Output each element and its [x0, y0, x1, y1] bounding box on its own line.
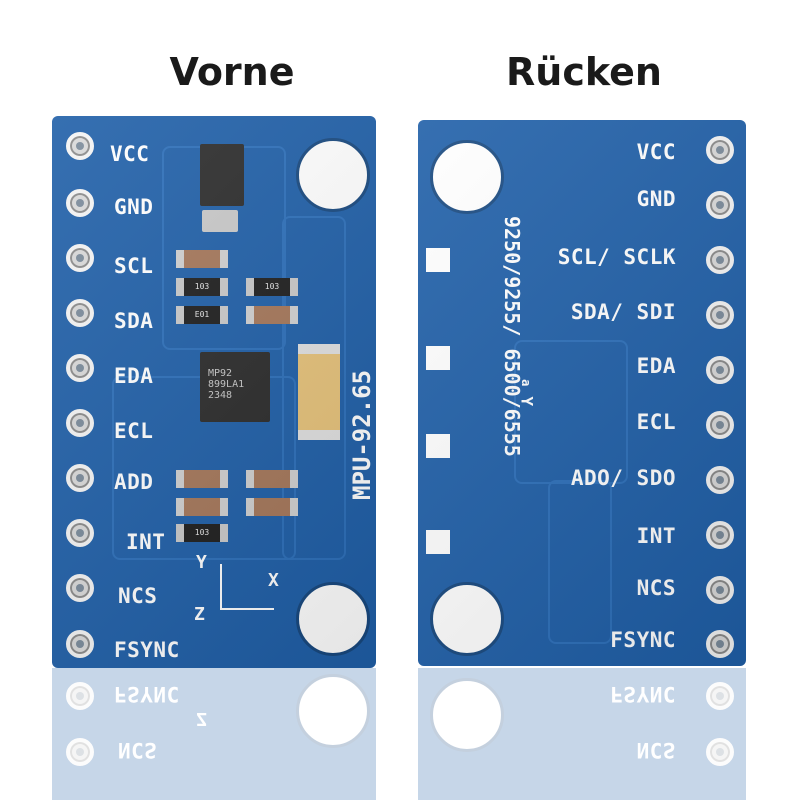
- pin-label-eda: EDA: [114, 364, 154, 388]
- reflected-ncs-label: NCS: [636, 738, 676, 762]
- pin-label-sda-sdi: SDA/ SDI: [570, 300, 676, 324]
- pin-pad-int: [706, 521, 734, 549]
- pcb-trace: [282, 216, 346, 560]
- pin-label-int: INT: [126, 530, 166, 554]
- pin-pad-reflection: [66, 682, 94, 710]
- voltage-regulator: [200, 144, 244, 206]
- resistor: 103: [246, 278, 298, 296]
- axis-x-arrow: [220, 608, 274, 610]
- pin-label-gnd: GND: [114, 195, 154, 219]
- pin-label-fsync: FSYNC: [610, 628, 676, 652]
- test-pad: [426, 530, 450, 554]
- pin-label-ecl: ECL: [636, 410, 676, 434]
- pin-label-fsync: FSYNC: [114, 638, 180, 662]
- regulator-tab: [202, 210, 238, 232]
- pin-label-scl-sclk: SCL/ SCLK: [557, 245, 676, 269]
- pcb-trace: [548, 480, 612, 644]
- test-pad: [426, 434, 450, 458]
- pin-label-add: ADD: [114, 470, 154, 494]
- pin-pad-eda: [706, 356, 734, 384]
- reflected-ncs-label: NCS: [118, 738, 158, 762]
- test-pad: [426, 248, 450, 272]
- pin-pad-fsync: [66, 630, 94, 658]
- front-heading: Vorne: [169, 50, 295, 94]
- pin-pad-vcc: [66, 132, 94, 160]
- pin-label-scl: SCL: [114, 254, 154, 278]
- pin-pad-ecl: [66, 409, 94, 437]
- capacitor: [176, 250, 228, 268]
- pcb-trace: [514, 340, 628, 484]
- mounting-hole: [430, 582, 504, 656]
- capacitor: [176, 498, 228, 516]
- pin-pad-int: [66, 519, 94, 547]
- pin-pad-ado: [706, 466, 734, 494]
- pin-pad-ncs: [706, 576, 734, 604]
- pin-label-ncs: NCS: [118, 584, 158, 608]
- sensor-chip: [200, 352, 270, 422]
- capacitor: [246, 498, 298, 516]
- capacitor: [246, 470, 298, 488]
- axis-z-label: Z: [194, 604, 206, 625]
- pin-pad-scl: [706, 246, 734, 274]
- pin-label-int: INT: [636, 524, 676, 548]
- mounting-hole-reflection: [296, 674, 370, 748]
- mounting-hole: [296, 582, 370, 656]
- pin-label-eda: EDA: [636, 354, 676, 378]
- pin-pad-reflection: [66, 738, 94, 766]
- pin-pad-gnd: [66, 189, 94, 217]
- model-numbers: 9250/9255/ 6500/6555: [500, 216, 524, 457]
- resistor: 103: [176, 524, 228, 542]
- pin-pad-vcc: [706, 136, 734, 164]
- axis-mark-y: Y: [517, 396, 537, 407]
- back-board: 9250/9255/ 6500/6555 Y a VCC GND SCL/ SC…: [418, 120, 746, 666]
- pin-pad-eda: [66, 354, 94, 382]
- pin-pad-sda: [706, 301, 734, 329]
- pin-label-sda: SDA: [114, 309, 154, 333]
- pin-pad-fsync: [706, 630, 734, 658]
- front-board: VCC GND SCL SDA EDA ECL ADD INT NCS FSYN…: [52, 116, 376, 668]
- capacitor: [176, 470, 228, 488]
- reflected-fsync-label: FSYNC: [610, 682, 676, 706]
- pin-label-gnd: GND: [636, 187, 676, 211]
- pin-label-ncs: NCS: [636, 576, 676, 600]
- pin-label-vcc: VCC: [636, 140, 676, 164]
- axis-x-label: X: [268, 570, 280, 591]
- resistor: 103: [176, 278, 228, 296]
- pin-pad-sda: [66, 299, 94, 327]
- chip-marking: MP92 899LA1 2348: [208, 368, 245, 401]
- mounting-hole: [430, 140, 504, 214]
- test-pad: [426, 346, 450, 370]
- tantalum-capacitor: [298, 344, 340, 440]
- mounting-hole-reflection: [430, 678, 504, 752]
- back-heading: Rücken: [506, 50, 662, 94]
- axis-mark-a: a: [518, 379, 533, 387]
- pin-pad-add: [66, 464, 94, 492]
- pin-pad-reflection: [706, 738, 734, 766]
- reflected-fsync-label: FSYNC: [114, 682, 180, 706]
- pin-pad-ncs: [66, 574, 94, 602]
- axis-diagram: Y X Z: [194, 552, 282, 626]
- resistor: E01: [176, 306, 228, 324]
- capacitor: [246, 306, 298, 324]
- pin-pad-ecl: [706, 411, 734, 439]
- back-reflection: FSYNC NCS: [418, 668, 746, 800]
- pin-pad-gnd: [706, 191, 734, 219]
- reflected-axis-z-label: Z: [196, 708, 208, 729]
- pin-label-vcc: VCC: [110, 142, 150, 166]
- board-name: MPU-92.65: [348, 369, 376, 500]
- axis-y-label: Y: [196, 552, 208, 573]
- front-reflection: FSYNC NCS Z: [52, 668, 376, 800]
- pin-pad-reflection: [706, 682, 734, 710]
- pin-label-ecl: ECL: [114, 419, 154, 443]
- pin-pad-scl: [66, 244, 94, 272]
- mounting-hole: [296, 138, 370, 212]
- pin-label-ado-sdo: ADO/ SDO: [570, 466, 676, 490]
- axis-y-arrow: [220, 564, 222, 608]
